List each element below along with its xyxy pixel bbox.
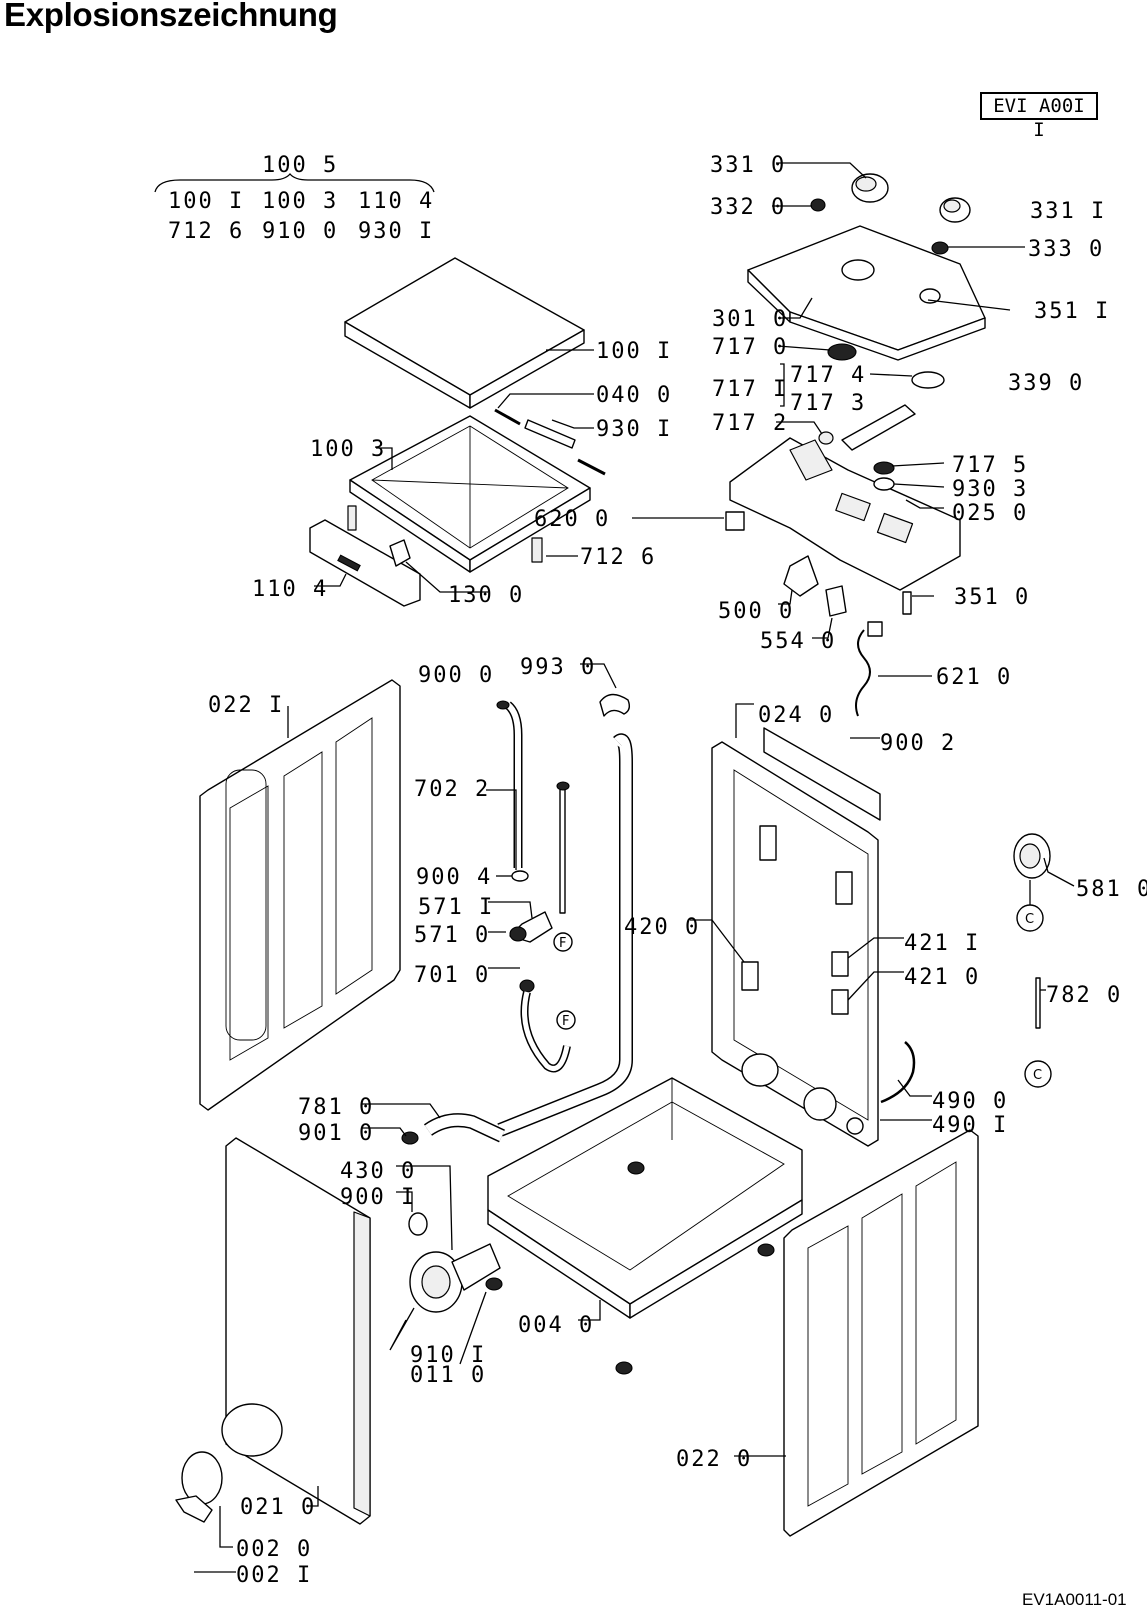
part-label: 331 0 (710, 153, 786, 178)
part-label: 900 2 (880, 731, 956, 756)
part-label: 011 0 (410, 1363, 486, 1388)
part-label: 781 0 (298, 1095, 374, 1120)
part-label: 717 2 (712, 411, 788, 436)
part-label: 901 0 (298, 1121, 374, 1146)
part-label: 571 0 (414, 923, 490, 948)
kit-label: 100 5 (262, 153, 338, 178)
top-lid-drawing (344, 257, 585, 409)
part-label: 717 5 (952, 453, 1028, 478)
part-label: 993 0 (520, 655, 596, 680)
part-label: 717 0 (712, 335, 788, 360)
part-label: 351 I (1034, 299, 1110, 324)
part-label: 110 4 (252, 577, 328, 602)
ref-label-f: F (562, 1014, 569, 1029)
part-label: 004 0 (518, 1313, 594, 1338)
kit-item: 930 I (358, 219, 434, 244)
kit-item: 100 3 (262, 189, 338, 214)
drain-pump-drawing (409, 1243, 501, 1313)
part-label: 421 I (904, 931, 980, 956)
kit-reference: 100 5 100 I 100 3 110 4 712 6 910 0 930 … (154, 153, 435, 244)
ref-label-c: C (1025, 912, 1034, 927)
part-labels: 331 0 332 0 331 I 333 0 301 0 351 I 717 … (208, 153, 1147, 1588)
part-label: 421 0 (904, 965, 980, 990)
part-label: 701 0 (414, 963, 490, 988)
kit-item: 100 I (168, 189, 244, 214)
part-label: 025 0 (952, 501, 1028, 526)
part-label: 621 0 (936, 665, 1012, 690)
part-label: 430 0 (340, 1159, 416, 1184)
part-label: 930 I (596, 417, 672, 442)
part-label: 581 0 (1076, 877, 1147, 902)
kit-brace (154, 172, 435, 193)
part-label: 900 4 (416, 865, 492, 890)
part-drawings (175, 173, 1051, 1537)
ref-label-f: F (559, 936, 566, 951)
part-label: 554 0 (760, 629, 836, 654)
top-frame-drawing (347, 415, 591, 573)
diagram-code-box: EVI A00I I (980, 92, 1098, 141)
part-label: 900 I (340, 1185, 416, 1210)
ref-circle-f (556, 1010, 576, 1030)
part-label: 782 0 (1046, 983, 1122, 1008)
kit-item: 712 6 (168, 219, 244, 244)
ref-circle-c (1016, 904, 1044, 932)
part-label: 022 0 (676, 1447, 752, 1472)
part-label: 571 I (418, 895, 494, 920)
part-label: 002 0 (236, 1537, 312, 1562)
ref-circle-f (553, 932, 573, 952)
part-label: 100 3 (310, 437, 386, 462)
part-label: 712 6 (580, 545, 656, 570)
part-label: 717 4 (790, 363, 866, 388)
part-label: 040 0 (596, 383, 672, 408)
part-label: 024 0 (758, 703, 834, 728)
page-title: Explosionszeichnung (4, 0, 338, 33)
part-label: 002 I (236, 1563, 312, 1588)
leader-lines (194, 162, 1075, 1573)
part-label: 339 0 (1008, 371, 1084, 396)
part-label: 022 I (208, 693, 284, 718)
part-label: 900 0 (418, 663, 494, 688)
part-label: 351 0 (954, 585, 1030, 610)
part-label: 301 0 (712, 307, 788, 332)
control-strip-drawing (309, 519, 421, 607)
part-label: 490 0 (932, 1089, 1008, 1114)
part-label: 332 0 (710, 195, 786, 220)
part-label: 500 0 (718, 599, 794, 624)
base-frame-drawing (487, 1077, 803, 1319)
front-panel-drawing (221, 1137, 371, 1525)
part-label: 717 I (712, 377, 788, 402)
control-panel-drawing (747, 225, 986, 361)
part-label: 930 3 (952, 477, 1028, 502)
part-label: 490 I (932, 1113, 1008, 1138)
rear-panel-drawing (711, 727, 881, 1147)
side-panel-right-drawing (783, 1129, 979, 1537)
electronics-carrier-drawing (729, 437, 961, 591)
drawing-code: EV1A0011-01 (1022, 1590, 1127, 1609)
part-label: 717 3 (790, 391, 866, 416)
part-label: 021 0 (240, 1495, 316, 1520)
ref-circle-c (1024, 1060, 1052, 1088)
kit-item: 910 0 (262, 219, 338, 244)
part-label: 420 0 (624, 915, 700, 940)
part-label: 910 I (410, 1343, 486, 1368)
part-label: 702 2 (414, 777, 490, 802)
side-panel-left-drawing (199, 679, 401, 1111)
kit-item: 110 4 (358, 189, 434, 214)
part-label: 620 0 (534, 507, 610, 532)
part-label: 333 0 (1028, 237, 1104, 262)
connection-refs: F F C C (553, 904, 1052, 1088)
part-label: 331 I (1030, 199, 1106, 224)
part-label: 100 I (596, 339, 672, 364)
ref-label-c: C (1033, 1068, 1042, 1083)
part-label: 130 0 (448, 583, 524, 608)
